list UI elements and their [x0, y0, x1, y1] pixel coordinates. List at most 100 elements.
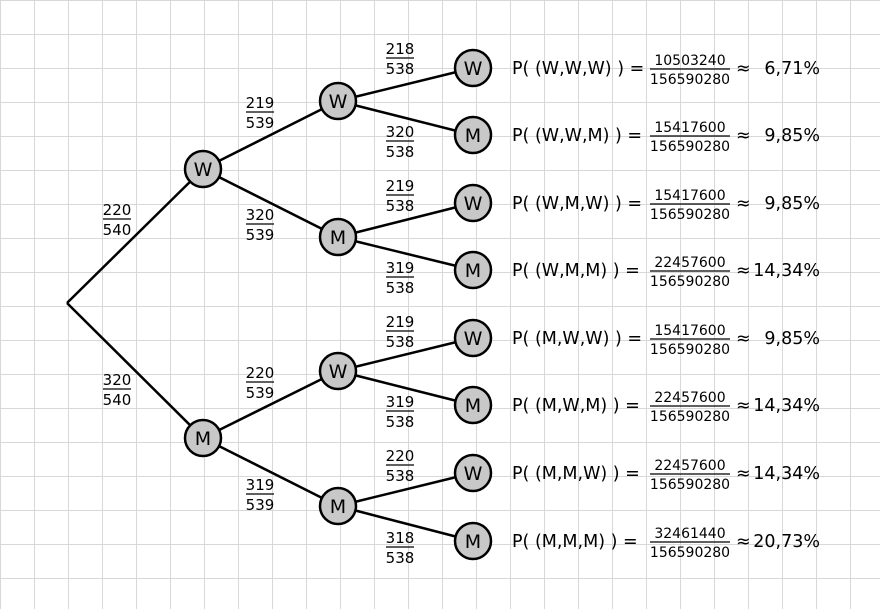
node-label: W — [329, 361, 348, 383]
tree-node-M: M — [453, 250, 493, 290]
fraction-denominator: 540 — [103, 391, 132, 409]
tree-node-M: M — [183, 418, 223, 458]
fraction-numerator: 218 — [386, 40, 415, 58]
fraction-denominator: 539 — [246, 226, 275, 244]
result-percentage: 20,73% — [753, 532, 820, 552]
result-numerator: 22457600 — [654, 458, 725, 474]
tree-node-W: W — [318, 351, 358, 391]
tree-edge — [355, 476, 456, 503]
approx-sign: ≈ — [736, 532, 751, 552]
fraction-numerator: 319 — [386, 393, 415, 411]
fraction-numerator: 220 — [386, 447, 415, 465]
tree-node-W: W — [453, 183, 493, 223]
fraction-denominator: 538 — [386, 467, 415, 485]
approx-sign: ≈ — [736, 396, 751, 416]
outcome-expression: P( (W,M,W) ) = — [512, 194, 642, 214]
tree-edge — [355, 71, 456, 98]
tree-edge — [218, 107, 323, 163]
result-denominator: 156590280 — [650, 72, 730, 88]
node-circle — [453, 48, 493, 88]
tree-edges — [66, 71, 456, 538]
fraction-denominator: 538 — [386, 549, 415, 567]
node-circle — [453, 183, 493, 223]
tree-node-M: M — [453, 521, 493, 561]
outcome-expression: P( (W,M,M) ) = — [512, 261, 640, 281]
result-numerator: 15417600 — [654, 188, 725, 204]
tree-node-W: W — [318, 81, 358, 121]
fraction-denominator: 538 — [386, 279, 415, 297]
node-circle — [453, 318, 493, 358]
tree-edge — [66, 302, 192, 427]
outcome-expression: P( (M,M,M) ) = — [512, 532, 638, 552]
fraction-denominator: 539 — [246, 384, 275, 402]
approx-sign: ≈ — [736, 194, 751, 214]
node-circle — [318, 486, 358, 526]
result-numerator: 15417600 — [654, 323, 725, 339]
outcome-probabilities: P( (W,W,W) ) =10503240156590280≈6,71%P( … — [512, 53, 820, 561]
fraction-numerator: 320 — [246, 206, 275, 224]
tree-edge — [218, 444, 323, 500]
tree-edge — [355, 206, 456, 234]
node-label: M — [330, 227, 346, 249]
node-circle — [318, 351, 358, 391]
result-numerator: 10503240 — [654, 53, 725, 69]
fraction-numerator: 219 — [386, 177, 415, 195]
node-label: M — [330, 496, 346, 518]
outcome-expression: P( (M,W,M) ) = — [512, 396, 640, 416]
tree-edge — [218, 377, 323, 432]
approx-sign: ≈ — [736, 464, 751, 484]
result-percentage: 9,85% — [764, 329, 820, 349]
result-numerator: 22457600 — [654, 390, 725, 406]
result-percentage: 9,85% — [764, 126, 820, 146]
node-circle — [183, 149, 223, 189]
fraction-denominator: 538 — [386, 143, 415, 161]
tree-node-M: M — [318, 486, 358, 526]
fraction-numerator: 219 — [386, 313, 415, 331]
approx-sign: ≈ — [736, 59, 751, 79]
node-label: M — [195, 428, 211, 450]
node-circle — [453, 385, 493, 425]
tree-node-M: M — [318, 217, 358, 257]
approx-sign: ≈ — [736, 261, 751, 281]
result-percentage: 14,34% — [753, 261, 820, 281]
node-label: W — [464, 193, 483, 215]
fraction-numerator: 219 — [246, 94, 275, 112]
result-denominator: 156590280 — [650, 342, 730, 358]
fraction-denominator: 539 — [246, 496, 275, 514]
fraction-numerator: 319 — [246, 476, 275, 494]
tree-node-W: W — [453, 48, 493, 88]
result-percentage: 14,34% — [753, 464, 820, 484]
fraction-numerator: 319 — [386, 259, 415, 277]
node-label: W — [464, 58, 483, 80]
tree-edge — [66, 180, 192, 304]
fraction-numerator: 220 — [103, 201, 132, 219]
fraction-denominator: 538 — [386, 413, 415, 431]
result-denominator: 156590280 — [650, 545, 730, 561]
fraction-numerator: 320 — [103, 371, 132, 389]
fraction-denominator: 538 — [386, 197, 415, 215]
result-numerator: 15417600 — [654, 120, 725, 136]
tree-node-W: W — [453, 318, 493, 358]
approx-sign: ≈ — [736, 126, 751, 146]
tree-node-W: W — [183, 149, 223, 189]
